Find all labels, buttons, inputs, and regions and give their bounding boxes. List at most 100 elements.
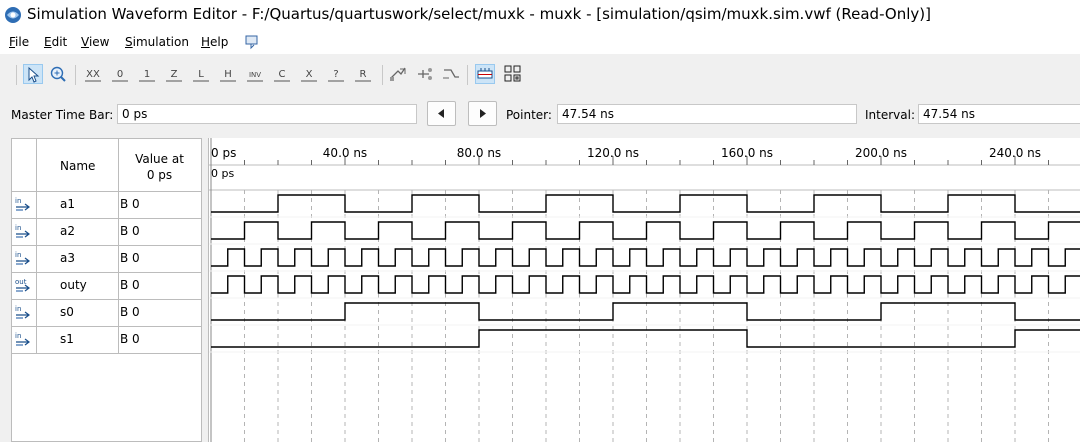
svg-text:in: in bbox=[15, 224, 21, 232]
signal-row[interactable]: in a3 B 0 bbox=[12, 245, 201, 273]
toolbar-separator bbox=[382, 65, 383, 85]
waveform-outy[interactable] bbox=[211, 275, 1080, 294]
tool-glyph: 1 bbox=[144, 69, 150, 80]
clock-icon[interactable]: X bbox=[299, 64, 319, 84]
zoom-tool-icon[interactable] bbox=[48, 64, 68, 84]
signal-value: B 0 bbox=[120, 305, 140, 319]
signal-row[interactable]: out outy B 0 bbox=[12, 272, 201, 300]
time-tick-label: 80.0 ns bbox=[457, 146, 501, 160]
input-pin-icon: in bbox=[15, 251, 30, 265]
left-arrow-icon bbox=[438, 109, 444, 118]
output-pin-icon: out bbox=[15, 278, 30, 292]
snap-icon[interactable] bbox=[388, 64, 408, 84]
signal-row[interactable]: in s1 B 0 bbox=[12, 326, 201, 354]
previous-transition-button[interactable] bbox=[427, 101, 456, 126]
waveform-a1[interactable] bbox=[211, 194, 1080, 213]
input-pin-icon: in bbox=[15, 197, 30, 211]
signal-value: B 0 bbox=[120, 224, 140, 238]
menu-file[interactable]: File bbox=[9, 35, 30, 49]
forcing-high-icon[interactable]: 1 bbox=[137, 64, 157, 84]
value-column-header[interactable]: Value at 0 ps bbox=[135, 152, 184, 182]
column-divider bbox=[118, 139, 119, 353]
svg-text:in: in bbox=[15, 305, 21, 313]
menu-edit[interactable]: Edit bbox=[44, 35, 68, 49]
weak-high-icon[interactable]: H bbox=[218, 64, 238, 84]
time-bar: Master Time Bar: 0 ps Pointer: 47.54 ns … bbox=[0, 99, 1080, 131]
signal-name[interactable]: a2 bbox=[60, 224, 75, 238]
signal-value: B 0 bbox=[120, 197, 140, 211]
tool-glyph: H bbox=[224, 69, 232, 80]
grid-icon[interactable] bbox=[475, 64, 495, 84]
interval-field[interactable]: 47.54 ns bbox=[918, 104, 1080, 124]
master-time-bar-label: Master Time Bar: bbox=[11, 108, 114, 122]
signal-name[interactable]: s0 bbox=[60, 305, 74, 319]
title-bar: Simulation Waveform Editor - F:/Quartus/… bbox=[0, 0, 1080, 32]
right-arrow-icon bbox=[480, 109, 486, 118]
signal-row[interactable]: in a2 B 0 bbox=[12, 218, 201, 246]
signal-name[interactable]: s1 bbox=[60, 332, 74, 346]
waveform-s1[interactable] bbox=[211, 329, 1080, 348]
count-value-icon[interactable]: C bbox=[272, 64, 292, 84]
column-divider bbox=[36, 139, 37, 353]
tool-glyph: R bbox=[360, 69, 367, 80]
signal-name[interactable]: a3 bbox=[60, 251, 75, 265]
time-tick-label: 240.0 ns bbox=[989, 146, 1041, 160]
ungroup-icon[interactable] bbox=[441, 64, 461, 84]
menu-bar: File Edit View Simulation Help bbox=[0, 32, 1080, 54]
pointer-label: Pointer: bbox=[506, 108, 552, 122]
help-pointer-icon[interactable] bbox=[244, 34, 260, 50]
toolbar-separator bbox=[467, 65, 468, 85]
waveform-s0[interactable] bbox=[211, 302, 1080, 321]
signal-list-header: Name Value at 0 ps bbox=[12, 139, 201, 192]
toolbar-separator bbox=[16, 65, 17, 85]
time-tick-label: 0 ps bbox=[211, 146, 236, 160]
tool-glyph: L bbox=[198, 69, 204, 80]
waveform-a2[interactable] bbox=[211, 221, 1080, 240]
timeline-header[interactable] bbox=[209, 138, 1080, 190]
signal-name[interactable]: a1 bbox=[60, 197, 75, 211]
input-pin-icon: in bbox=[15, 332, 30, 346]
cursor-time-label: 0 ps bbox=[211, 167, 234, 180]
invert-icon[interactable]: INV bbox=[245, 64, 265, 84]
waveform-a3[interactable] bbox=[211, 248, 1080, 267]
forcing-unknown-icon[interactable]: XX bbox=[83, 64, 103, 84]
time-tick-label: 160.0 ns bbox=[721, 146, 773, 160]
menu-help[interactable]: Help bbox=[201, 35, 229, 49]
signal-value: B 0 bbox=[120, 332, 140, 346]
interval-label: Interval: bbox=[865, 108, 915, 122]
tool-glyph: INV bbox=[249, 71, 261, 79]
tool-glyph: XX bbox=[86, 69, 100, 80]
next-transition-button[interactable] bbox=[468, 101, 497, 126]
overlay-icon[interactable] bbox=[503, 64, 523, 84]
forcing-low-icon[interactable]: 0 bbox=[110, 64, 130, 84]
time-tick-label: 200.0 ns bbox=[855, 146, 907, 160]
weak-low-icon[interactable]: L bbox=[191, 64, 211, 84]
svg-text:in: in bbox=[15, 251, 21, 259]
selection-tool-icon[interactable] bbox=[23, 64, 43, 84]
tool-glyph: ? bbox=[333, 69, 338, 80]
time-tick-label: 40.0 ns bbox=[323, 146, 367, 160]
group-icon[interactable] bbox=[415, 64, 435, 84]
signal-name[interactable]: outy bbox=[60, 278, 87, 292]
high-impedance-icon[interactable]: Z bbox=[164, 64, 184, 84]
svg-text:in: in bbox=[15, 197, 21, 205]
pointer-field[interactable]: 47.54 ns bbox=[557, 104, 857, 124]
master-time-bar-field[interactable]: 0 ps bbox=[117, 104, 417, 124]
window-title: Simulation Waveform Editor - F:/Quartus/… bbox=[27, 5, 931, 23]
signal-value: B 0 bbox=[120, 251, 140, 265]
signal-row[interactable]: in a1 B 0 bbox=[12, 191, 201, 219]
dont-care-icon[interactable]: R bbox=[353, 64, 373, 84]
tool-glyph: Z bbox=[171, 69, 178, 80]
random-value-icon[interactable]: ? bbox=[326, 64, 346, 84]
name-column-header[interactable]: Name bbox=[60, 159, 96, 173]
toolbar-separator bbox=[75, 65, 76, 85]
svg-text:in: in bbox=[15, 332, 21, 340]
menu-view[interactable]: View bbox=[81, 35, 110, 49]
signal-list-panel: Name Value at 0 ps in a1 B 0 in a2 B 0 in a3 B 0… bbox=[11, 138, 202, 442]
signal-value: B 0 bbox=[120, 278, 140, 292]
menu-simulation[interactable]: Simulation bbox=[125, 35, 189, 49]
signal-row[interactable]: in s0 B 0 bbox=[12, 299, 201, 327]
